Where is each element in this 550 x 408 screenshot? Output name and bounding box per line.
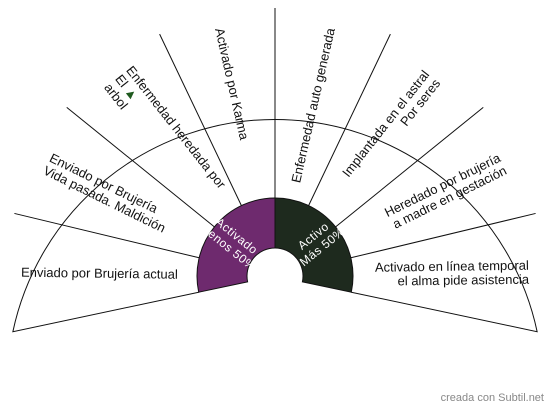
segment-divider [335,106,484,228]
segment-label-line: Enviado por Brujería actual [21,265,178,282]
segment-divider [66,106,215,228]
segment-label-line: Activado en línea temporal [375,258,529,275]
segment-label-line: arbol [101,80,131,112]
hub-right-segment[interactable] [274,197,354,293]
segment-divider [308,33,391,206]
segment-divider [159,33,242,206]
segment-label-line: el alma pide asistencia [397,272,529,289]
segment-divider [14,212,200,259]
segment-divider [350,212,536,259]
segment-label[interactable]: Enviado por Brujería actual [21,265,178,282]
hub-left-segment[interactable] [196,197,276,293]
footer-credit: creada con Subtil.net [440,392,544,404]
